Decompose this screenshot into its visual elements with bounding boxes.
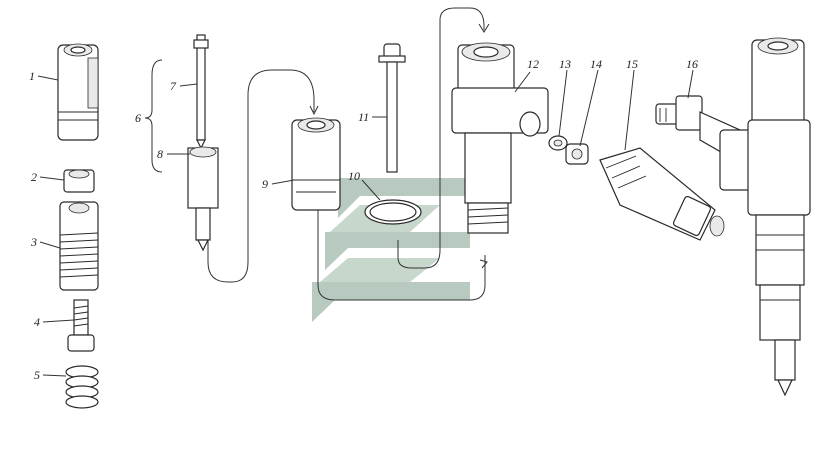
callout-5: 5 <box>34 368 40 382</box>
callout-15: 15 <box>626 57 638 71</box>
assembly-path-lines <box>207 7 490 301</box>
part-12-injector-body <box>451 42 549 234</box>
callout-9: 9 <box>262 177 268 191</box>
group-6-brace <box>144 59 163 173</box>
part-5-spring <box>65 365 99 409</box>
part-11-rod <box>378 43 406 173</box>
callout-2: 2 <box>31 170 37 184</box>
callout-1: 1 <box>29 69 35 83</box>
leader-lines <box>37 69 694 377</box>
part-10-washer <box>364 199 422 225</box>
callout-8: 8 <box>157 147 163 161</box>
part-1-cap-nut <box>57 43 99 141</box>
part-13-ring <box>548 135 568 151</box>
callout-11: 11 <box>358 110 369 124</box>
assembled-injector <box>719 37 811 397</box>
callout-labels: 1 2 3 4 5 6 7 8 9 10 11 12 13 14 15 16 <box>29 57 698 382</box>
callout-3: 3 <box>30 235 37 249</box>
callout-12: 12 <box>527 57 539 71</box>
callout-7: 7 <box>170 79 177 93</box>
callout-13: 13 <box>559 57 571 71</box>
part-7-needle <box>193 34 209 150</box>
part-3-threaded-sleeve <box>59 201 99 291</box>
callout-10: 10 <box>348 169 360 183</box>
callout-6: 6 <box>135 111 141 125</box>
part-4-screw <box>67 299 95 352</box>
callout-16: 16 <box>686 57 698 71</box>
part-9-nozzle-nut <box>291 117 341 211</box>
part-2-nut <box>63 169 95 193</box>
part-14-nut <box>565 143 589 165</box>
part-8-nozzle-body <box>187 146 219 252</box>
part-15-fitting <box>599 147 725 241</box>
callout-14: 14 <box>590 57 602 71</box>
callout-4: 4 <box>34 315 40 329</box>
